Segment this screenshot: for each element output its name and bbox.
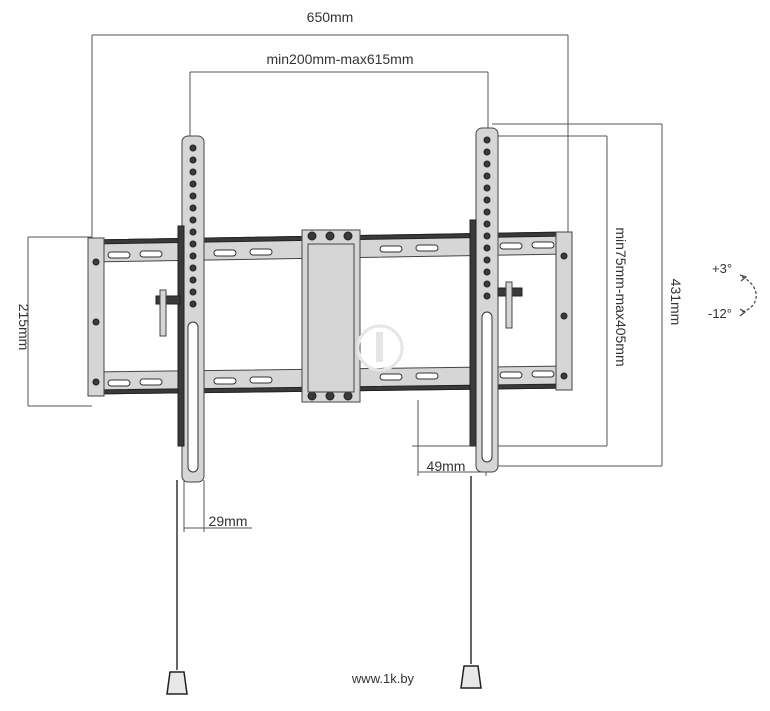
dim-vesa-vertical: min75mm-max405mm [412,135,629,447]
left-pull-cord [166,480,188,695]
dim-arm-height: 431mm [492,123,684,467]
label-arm-height: 431mm [668,279,684,326]
tilt-indicator: +3° -12° [708,261,757,321]
left-arm [155,135,205,483]
label-total-width: 650mm [307,9,354,25]
watermark-logo [356,324,404,372]
right-arm [469,127,523,473]
dim-arm-width: 29mm [183,480,252,532]
label-tilt-down: -12° [708,306,732,321]
watermark-text: www.1k.by [351,671,415,686]
label-depth: 49mm [427,458,466,474]
dim-total-width: 650mm [91,9,569,250]
dim-frame-height: 215mm [16,236,92,407]
label-vesa-horizontal: min200mm-max615mm [266,51,413,67]
dim-vesa-horizontal: min200mm-max615mm [189,51,489,140]
label-arm-width: 29mm [209,513,248,529]
label-vesa-vertical: min75mm-max405mm [613,227,629,366]
label-tilt-up: +3° [712,261,732,276]
right-pull-cord [460,476,482,689]
label-frame-height: 215mm [16,304,32,351]
wall-plate [87,229,573,403]
